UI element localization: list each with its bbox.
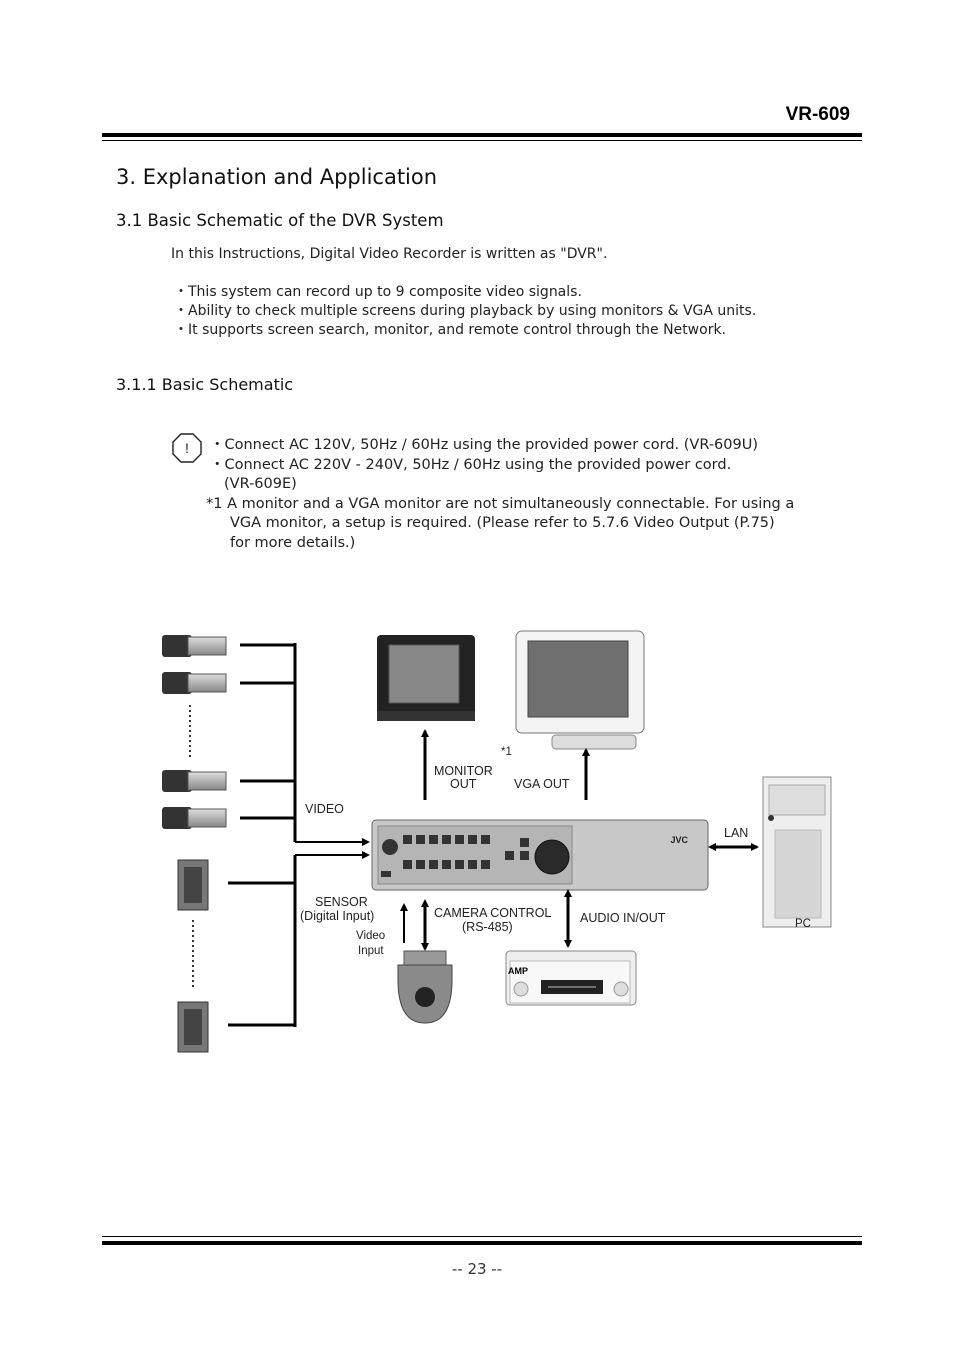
audio-label: AUDIO IN/OUT (580, 911, 666, 925)
camera-icon (162, 770, 227, 792)
dvr-schematic: VIDEO SENSOR (Digital Input) MONITOR OUT… (140, 625, 840, 1069)
note-line: *1 A monitor and a VGA monitor are not s… (206, 495, 795, 512)
vga-out-label: VGA OUT (514, 777, 570, 791)
intro-text: In this Instructions, Digital Video Reco… (171, 246, 608, 262)
footnote-marker: *1 (501, 746, 512, 758)
monitor-icon (377, 635, 475, 721)
amp-label: AMP (508, 966, 528, 976)
camera-icon (162, 807, 227, 829)
vga-monitor-icon (515, 630, 645, 750)
svg-text:!: ! (185, 440, 189, 456)
note-line: for more details.) (230, 534, 356, 551)
note-line: VGA monitor, a setup is required. (Pleas… (230, 515, 775, 531)
dvr-unit: JVC (371, 819, 709, 891)
monitor-out-sublabel: OUT (450, 777, 477, 791)
sensor-sublabel: (Digital Input) (300, 909, 374, 923)
note-line: (VR-609E) (224, 476, 297, 492)
section-title: 3. Explanation and Application (116, 165, 438, 189)
note-line: ・Connect AC 120V, 50Hz / 60Hz using the … (210, 437, 759, 453)
brand-logo: JVC (670, 835, 688, 845)
camera-icon (162, 635, 227, 657)
camera-icon (162, 672, 227, 694)
section-subtitle: 3.1 Basic Schematic of the DVR System (116, 211, 444, 230)
list-item: ・This system can record up to 9 composit… (174, 284, 582, 300)
camera-control-label: CAMERA CONTROL (434, 906, 551, 920)
sensor-label: SENSOR (315, 895, 368, 909)
camera-control-sublabel: (RS-485) (462, 920, 513, 934)
subsection-title: 3.1.1 Basic Schematic (116, 375, 294, 394)
header-rule-thin (102, 140, 862, 141)
video-label: VIDEO (305, 802, 344, 816)
video-input-sublabel: Input (358, 945, 384, 957)
header-rule (102, 133, 862, 137)
monitor-out-label: MONITOR (434, 764, 493, 778)
footer-rule-thin (102, 1236, 862, 1237)
pc-label: PC (795, 918, 811, 930)
page-number: -- 23 -- (451, 1260, 503, 1278)
pc-icon (762, 776, 832, 928)
note-line: ・Connect AC 220V - 240V, 50Hz / 60Hz usi… (210, 456, 732, 473)
lan-label: LAN (724, 826, 748, 840)
sensor-icon (177, 1001, 209, 1053)
video-input-label: Video (356, 930, 385, 942)
model-name: VR-609 (785, 104, 850, 125)
list-item: ・It supports screen search, monitor, and… (174, 322, 727, 338)
caution-icon: ! (172, 433, 202, 463)
feature-list: ・This system can record up to 9 composit… (174, 283, 756, 340)
dome-camera-icon (397, 950, 453, 1024)
sensor-icon (177, 859, 209, 911)
list-item: ・Ability to check multiple screens durin… (174, 303, 757, 319)
footer-rule (102, 1241, 862, 1245)
power-note: ・Connect AC 120V, 50Hz / 60Hz using the … (206, 436, 794, 553)
amplifier-icon: AMP (505, 950, 637, 1006)
